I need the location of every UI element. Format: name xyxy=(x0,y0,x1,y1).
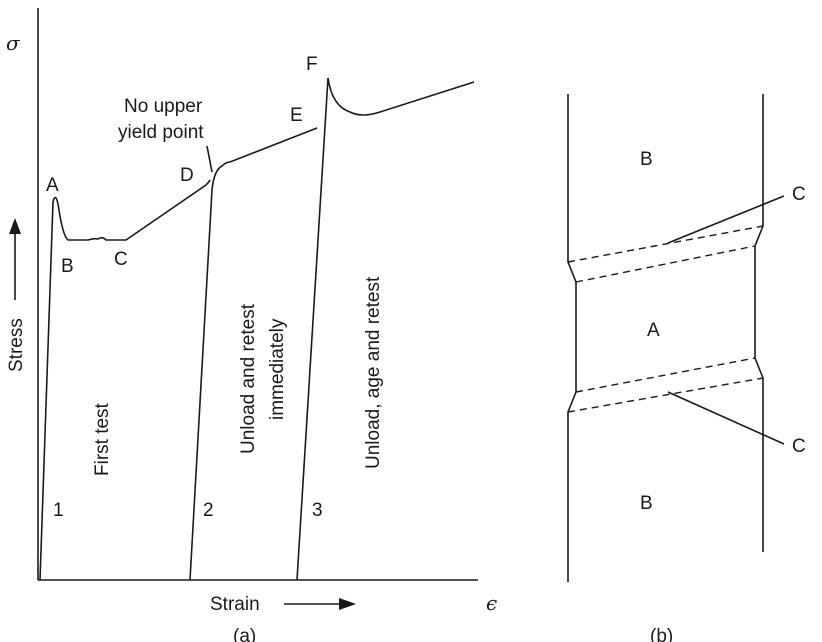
retest-immediately-label-line2: immediately xyxy=(267,318,288,420)
stress-arrow-head xyxy=(9,218,21,234)
point-f-label: F xyxy=(306,54,318,75)
panel-a: σ ϵ Stress Strain (a) A B C D E F No upp… xyxy=(6,8,497,642)
specimen-right-edge xyxy=(754,94,764,552)
loading-line-2-label: 2 xyxy=(203,500,214,521)
luders-band-top-lower xyxy=(575,245,756,283)
panel-b: B A B C C (b) xyxy=(567,94,806,642)
region-top-label: B xyxy=(640,149,653,170)
region-middle-label: A xyxy=(647,320,660,341)
loading-line-1-label: 1 xyxy=(53,500,64,521)
luders-band-bottom-upper xyxy=(575,357,756,393)
band-top-leader xyxy=(667,195,785,244)
panel-b-caption: (b) xyxy=(650,626,673,642)
point-a-label: A xyxy=(46,175,59,196)
point-d-label: D xyxy=(180,165,194,186)
retest-immediately-label-line1: Unload and retest xyxy=(238,303,259,454)
luders-band-bottom-lower xyxy=(567,377,764,413)
panel-a-caption: (a) xyxy=(233,626,256,642)
stress-axis-label: Stress xyxy=(6,318,27,372)
sigma-symbol: σ xyxy=(6,31,21,55)
epsilon-symbol: ϵ xyxy=(486,591,497,615)
band-bottom-label: C xyxy=(792,436,806,457)
age-and-retest-curve xyxy=(296,77,475,581)
loading-line-3-label: 3 xyxy=(312,500,323,521)
luders-band-top-upper xyxy=(567,225,764,263)
upper-yield-note-leader xyxy=(206,145,213,173)
specimen-left-edge xyxy=(567,94,577,582)
upper-yield-note-line1: No upper xyxy=(124,96,203,117)
band-bottom-leader xyxy=(667,391,785,445)
first-test-curve xyxy=(39,179,211,581)
strain-axis-label: Strain xyxy=(210,594,260,615)
retest-immediately-curve xyxy=(189,127,318,581)
band-top-label: C xyxy=(792,184,806,205)
region-bottom-label: B xyxy=(640,493,653,514)
strain-arrow-head xyxy=(339,598,356,610)
age-and-retest-label: Unload, age and retest xyxy=(363,276,384,469)
first-test-label: First test xyxy=(92,402,113,476)
upper-yield-note-line2: yield point xyxy=(118,122,204,143)
point-e-label: E xyxy=(290,105,303,126)
point-c-label: C xyxy=(114,249,128,270)
point-b-label: B xyxy=(61,256,74,277)
